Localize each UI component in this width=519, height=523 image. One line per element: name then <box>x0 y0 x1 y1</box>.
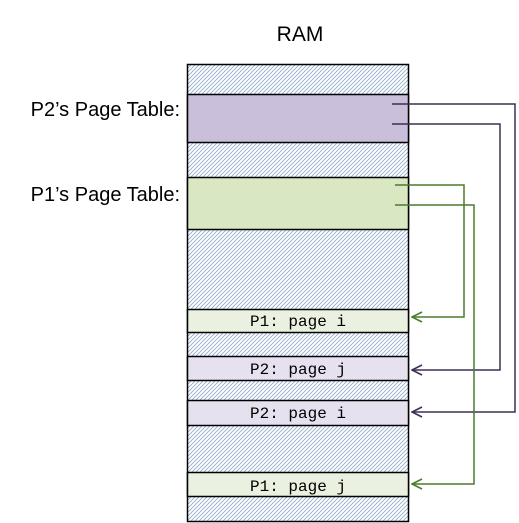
page-p1-page-i: P1: page i <box>186 308 410 334</box>
p1-entry-to-page-i-arrow <box>395 184 465 317</box>
p2-entry-to-page-j-arrow <box>392 123 501 370</box>
p2-page-table-label: P2’s Page Table: <box>31 99 180 121</box>
page-p2-page-j: P2: page j <box>186 355 410 382</box>
p1-page-table <box>186 176 410 231</box>
p1-entry-to-page-j-arrow <box>395 204 475 484</box>
p1-page-table-label: P1’s Page Table: <box>31 184 180 206</box>
p2-page-table <box>186 93 410 144</box>
page-label: P1: page j <box>250 478 346 496</box>
page-label: P2: page j <box>250 361 346 379</box>
ram-title: RAM <box>277 23 324 46</box>
page-p1-page-j: P1: page j <box>186 471 410 498</box>
p2-entry-to-page-i-arrow <box>392 103 516 412</box>
page-p2-page-i: P2: page i <box>186 399 410 427</box>
page-label: P2: page i <box>250 405 346 423</box>
page-label: P1: page i <box>250 313 346 331</box>
